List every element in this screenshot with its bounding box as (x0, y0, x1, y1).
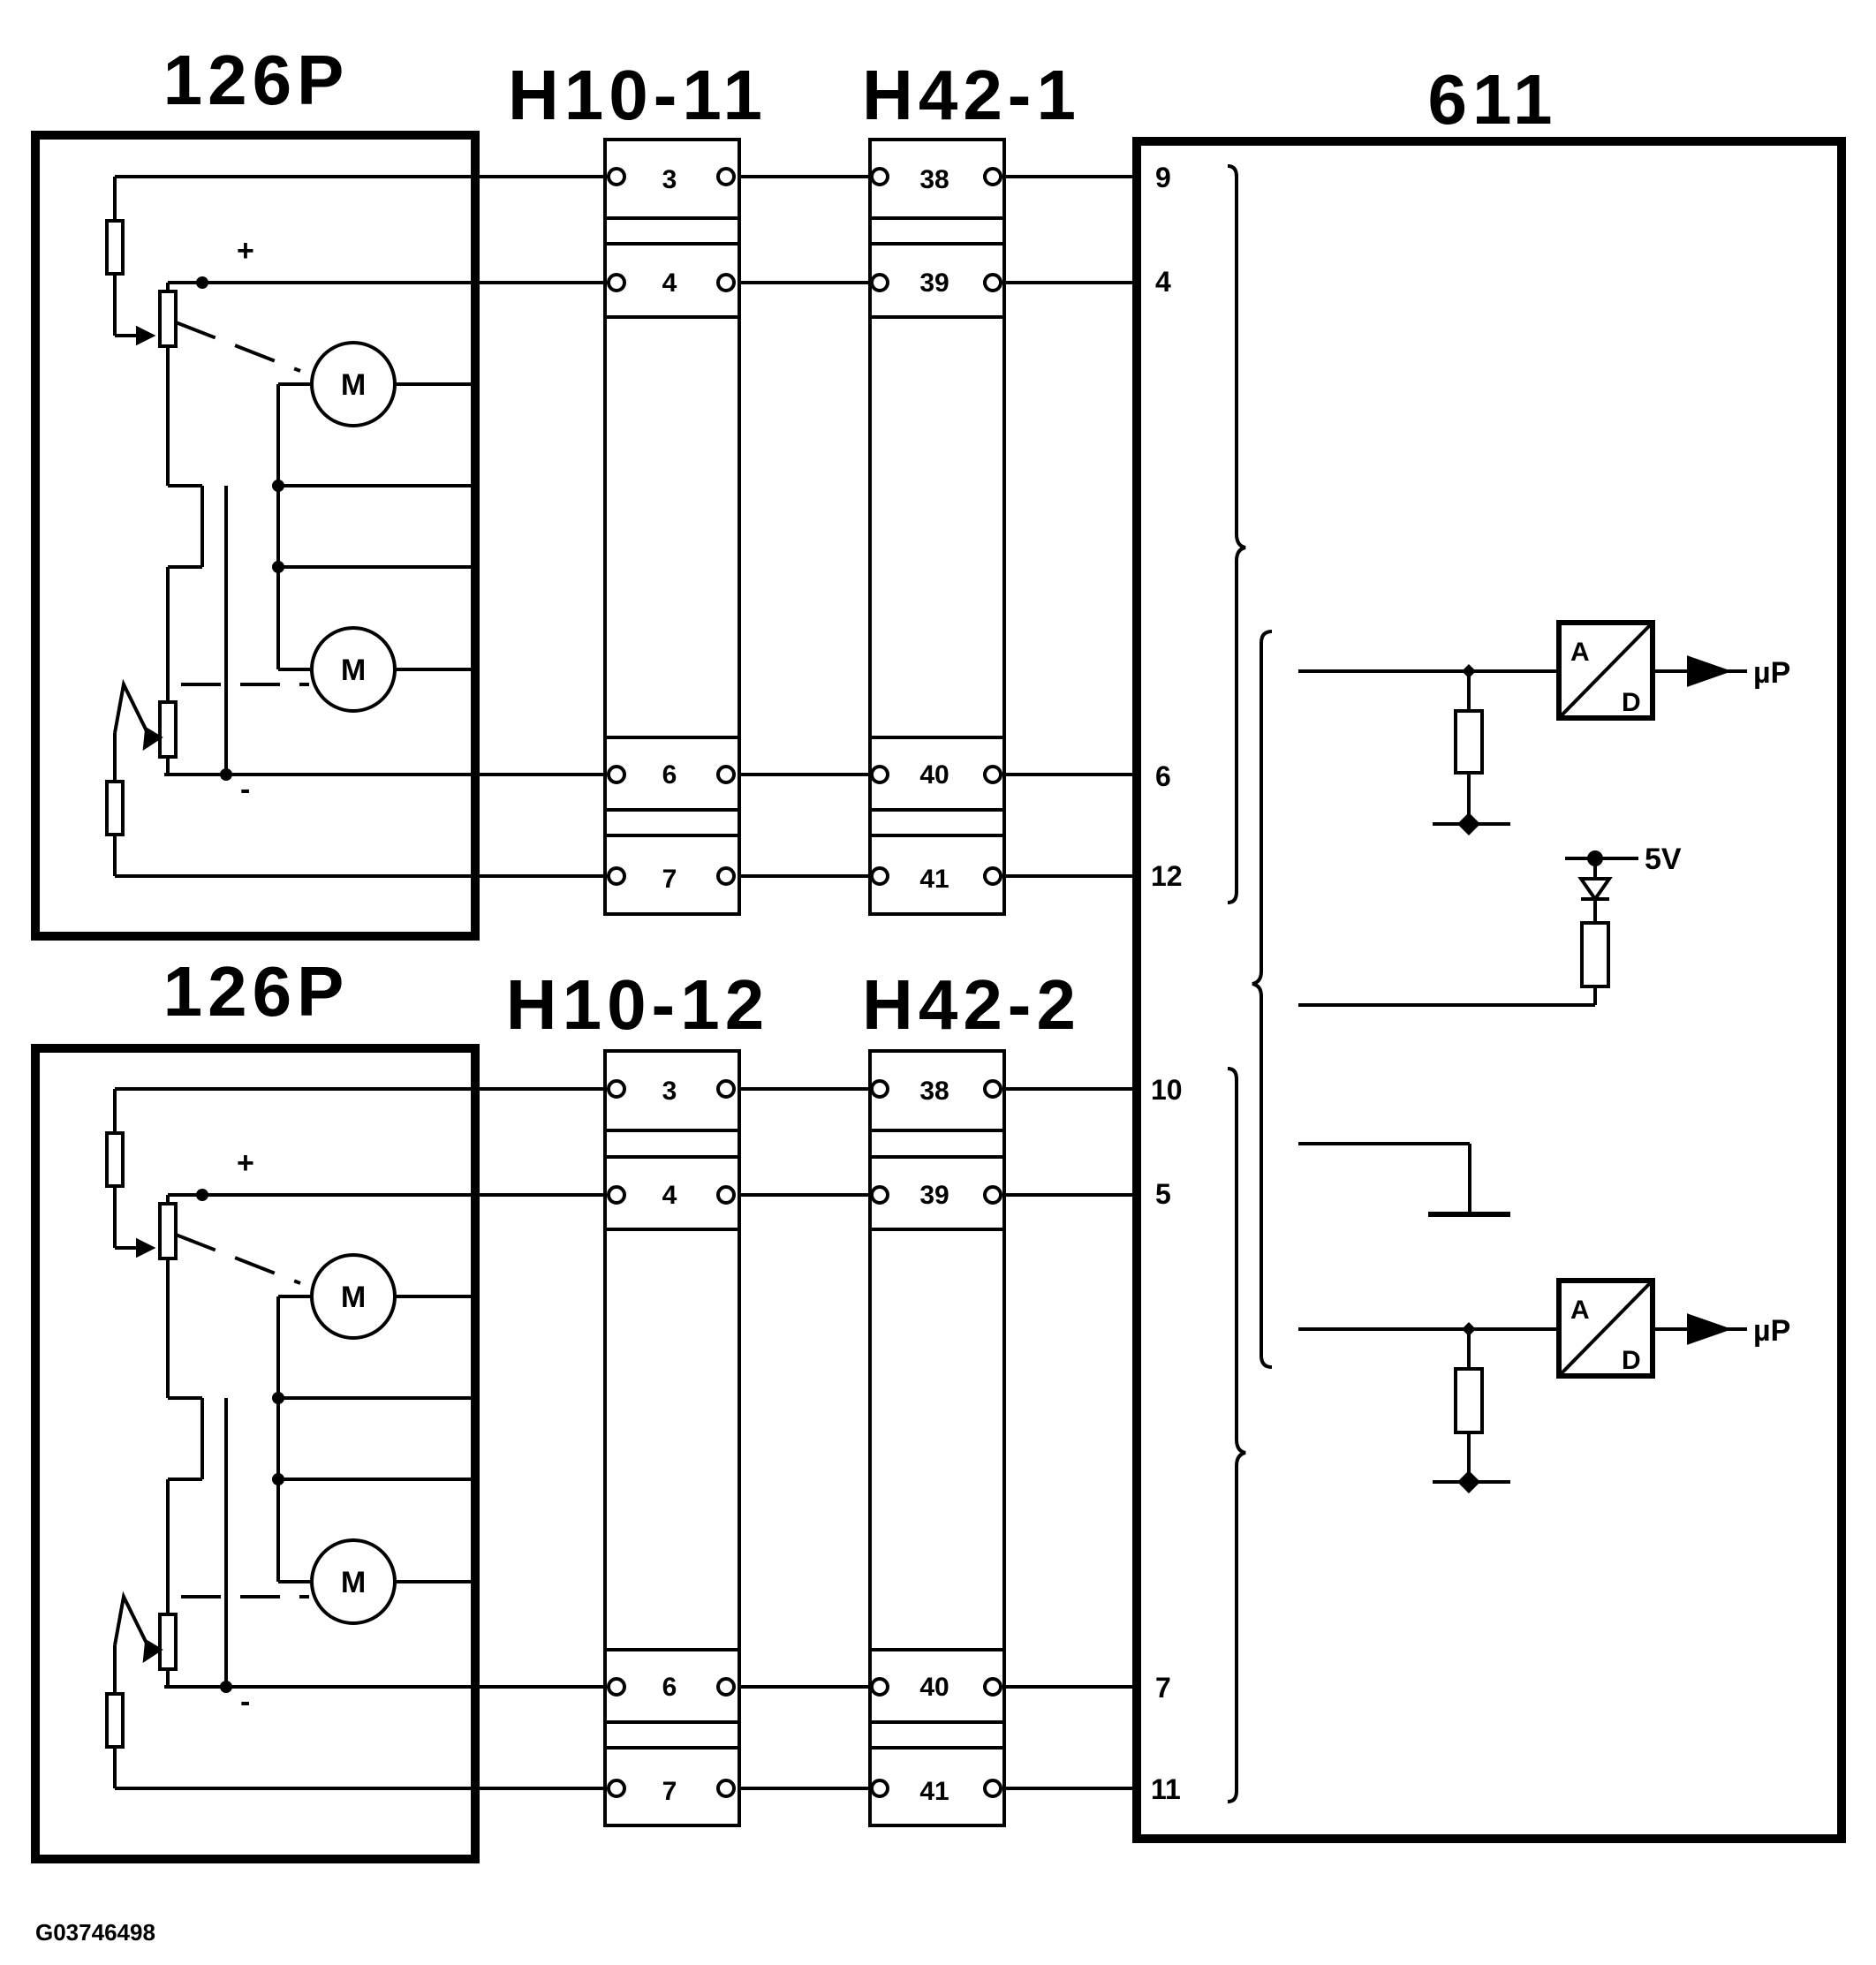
actuator-box-bottom (31, 1044, 480, 1863)
ecu-pin-label: 12 (1151, 860, 1183, 892)
microprocessor-label: µP (1753, 656, 1790, 690)
supply-5v (1298, 857, 1638, 1007)
actuator-circuit-bottom (105, 1089, 472, 1788)
microprocessor-label: µP (1753, 1314, 1790, 1348)
brace-top-right (1227, 164, 1246, 904)
pin-label: 38 (919, 1077, 949, 1106)
pin-circles-top (607, 167, 1002, 886)
supply-5v-label: 5V (1645, 843, 1682, 876)
adc-a-label: A (1570, 1296, 1590, 1325)
motor-label: M (341, 654, 366, 687)
adc-d-label: D (1622, 688, 1641, 717)
adc-input-2 (1298, 1278, 1747, 1484)
pin-label: 41 (919, 865, 949, 894)
ecu-pin-label: 10 (1151, 1074, 1183, 1106)
connector-title-h10-12: H10-12 (506, 965, 769, 1044)
pin-label: 3 (662, 165, 677, 194)
actuator-title-bottom: 126P (163, 952, 350, 1031)
pin-label: 39 (919, 1181, 949, 1210)
connector-title-h42-1: H42-1 (862, 56, 1081, 134)
ecu-pin-label: 7 (1155, 1672, 1171, 1704)
adc-a-label: A (1570, 638, 1590, 667)
connector-title-h42-2: H42-2 (862, 965, 1081, 1044)
actuator-box-top (31, 131, 480, 941)
brace-bottom-right (1227, 1067, 1246, 1803)
pin-label: 7 (662, 1777, 677, 1806)
ecu-pin-label: 4 (1155, 266, 1171, 298)
actuator-circuit-top (105, 177, 472, 876)
plus-label: + (237, 234, 254, 268)
ecu-pin-label: 6 (1155, 760, 1171, 792)
ecu-pin-label: 5 (1155, 1178, 1171, 1210)
connector-h42-2 (868, 1049, 1006, 1827)
adc-input-1 (1298, 620, 1747, 826)
component-labels: + - + - M M M M A D A D µP µP 5V (237, 234, 1790, 1719)
titles: 126P 126P H10-11 H42-1 H10-12 H42-2 611 (163, 41, 1557, 1044)
motor-label: M (341, 368, 366, 402)
actuator-title-top: 126P (163, 41, 350, 119)
pin-label: 6 (662, 1673, 677, 1702)
minus-label: - (240, 773, 250, 806)
plus-label: + (237, 1146, 254, 1180)
pin-label: 3 (662, 1077, 677, 1106)
ecu-box (1132, 137, 1846, 1843)
connector-h42-1 (868, 138, 1006, 916)
pin-circles-bottom (607, 1079, 1002, 1798)
ecu-title: 611 (1427, 60, 1557, 139)
junction-dots (196, 276, 1603, 1693)
figure-id: G03746498 (35, 1919, 155, 1946)
pin-label: 7 (662, 865, 677, 894)
ecu-pin-label: 11 (1151, 1773, 1181, 1805)
pin-label: 4 (662, 1181, 677, 1210)
connector-h10-12 (603, 1049, 741, 1827)
pin-label: 40 (919, 1673, 949, 1702)
pin-label: 40 (919, 760, 949, 790)
pin-label: 6 (662, 760, 677, 790)
connector-h10-11 (603, 138, 741, 916)
ecu-pin-label: 9 (1155, 162, 1171, 193)
wires-bottom (115, 1087, 1137, 1790)
motor-label: M (341, 1281, 366, 1314)
ground-symbol (1298, 1142, 1510, 1217)
connector-title-h10-11: H10-11 (508, 56, 768, 134)
wires-top (115, 175, 1137, 878)
minus-label: - (240, 1685, 250, 1719)
pin-labels: 3 4 6 7 38 39 40 41 3 4 6 7 38 39 40 41 … (662, 162, 1183, 1806)
pin-label: 4 (662, 268, 677, 298)
pin-label: 41 (919, 1777, 949, 1806)
pin-label: 39 (919, 268, 949, 298)
pin-label: 38 (919, 165, 949, 194)
motor-label: M (341, 1566, 366, 1599)
brace-mid-left (1252, 630, 1273, 1369)
adc-d-label: D (1622, 1346, 1641, 1375)
